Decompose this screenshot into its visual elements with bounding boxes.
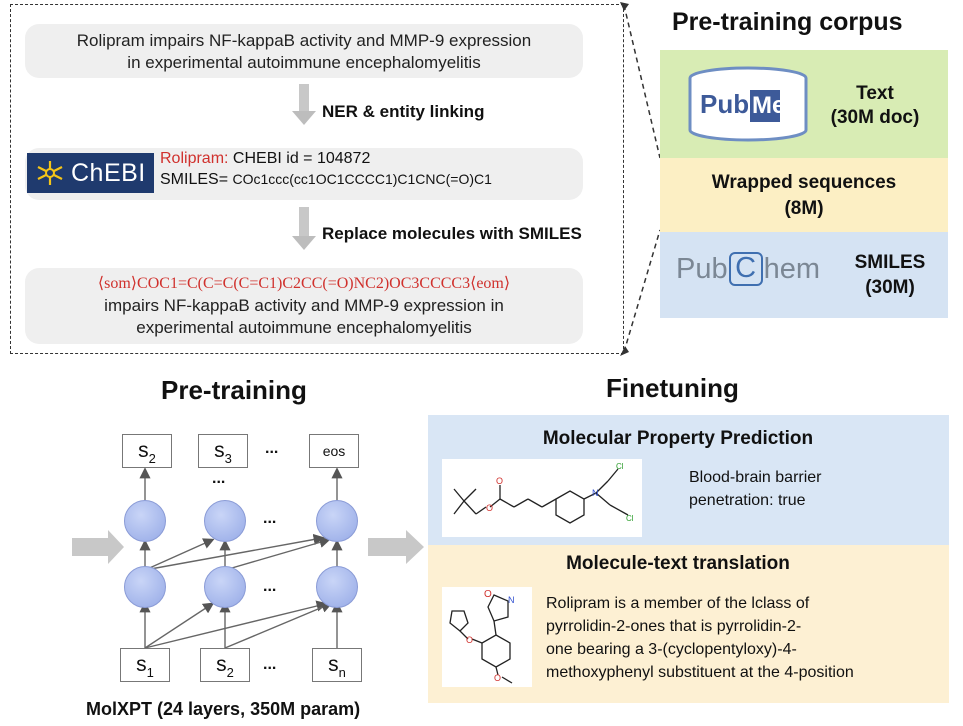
pubmed-logo: Pub Med <box>688 66 808 142</box>
description-line-1: Rolipram is a member of the lclass of <box>546 595 810 612</box>
finetuning-title: Finetuning <box>606 373 739 403</box>
property-prediction-result: Blood-brain barrier penetration: true <box>689 466 822 512</box>
original-sentence-line-2: in experimental autoimmune encephalomyel… <box>127 53 481 72</box>
smiles-corpus-label-line-2: (30M) <box>865 277 915 298</box>
chebi-logo-text: ChEBI <box>71 158 146 187</box>
input-token-s2: s2 <box>200 648 250 682</box>
pubchem-logo-pub: Pub <box>676 252 728 285</box>
svg-text:O: O <box>494 673 501 683</box>
svg-text:O: O <box>496 476 503 486</box>
property-prediction-title: Molecular Property Prediction <box>542 428 814 449</box>
pretraining-title: Pre-training <box>161 375 307 405</box>
hidden-node-top-1 <box>124 500 166 542</box>
hidden-bottom-ellipsis: ... <box>263 578 277 595</box>
ner-entity-linking-label: NER & entity linking <box>322 102 485 121</box>
replaced-sentence-line-1: impairs NF-kappaB activity and MMP-9 exp… <box>104 296 504 315</box>
input-arrow-left <box>72 530 124 564</box>
property-result-line-2: penetration: true <box>689 492 806 509</box>
wrapped-sequences-panel <box>660 158 948 232</box>
svg-text:N: N <box>592 488 599 498</box>
hidden-node-top-2 <box>204 500 246 542</box>
chebi-entry-line-2: SMILES= COc1ccc(cc1OC1CCCC1)C1CNC(=O)C1 <box>160 171 492 189</box>
hidden-top-ellipsis: ... <box>263 510 277 527</box>
output-token-s2: s2 <box>122 434 172 468</box>
svg-text:O: O <box>484 589 492 600</box>
arrow-down-2-shaft <box>299 207 309 237</box>
corpus-connector-lines <box>620 2 661 356</box>
output-token-eos: eos <box>309 434 359 468</box>
chebi-entry-line-1: Rolipram: CHEBI id = 104872 <box>160 150 370 168</box>
svg-text:Cl: Cl <box>626 514 634 523</box>
wrapped-sequences-label-line-1: Wrapped sequences <box>711 172 897 193</box>
original-sentence-line-1: Rolipram impairs NF-kappaB activity and … <box>76 31 532 50</box>
chebi-star-icon <box>37 161 63 185</box>
input-token-sn: sn <box>312 648 362 682</box>
hidden-node-bottom-2 <box>204 566 246 608</box>
input-token-s1: s1 <box>120 648 170 682</box>
wrapped-sequences-label-line-2: (8M) <box>784 198 824 219</box>
arrow-down-1-head <box>292 111 316 125</box>
svg-text:O: O <box>466 635 473 645</box>
smiles-corpus-label: SMILES (30M) <box>840 250 940 300</box>
output-arrow-right <box>368 530 424 564</box>
original-sentence-box: Rolipram impairs NF-kappaB activity and … <box>25 24 583 78</box>
pubchem-logo: Pub C hem <box>676 252 820 286</box>
molecule-image-property: O O N Cl Cl <box>442 459 642 537</box>
replaced-sentence-box: ⟨som⟩COC1=C(C=C(C=C1)C2CC(=O)NC2)OC3CCCC… <box>25 268 583 344</box>
transformer-connections <box>72 467 424 649</box>
svg-text:Cl: Cl <box>616 462 624 471</box>
pretraining-corpus-title: Pre-training corpus <box>672 8 903 36</box>
hidden-node-top-n <box>316 500 358 542</box>
wrapped-sequences-label: Wrapped sequences (8M) <box>660 170 948 222</box>
pubchem-logo-c: C <box>728 252 763 286</box>
chebi-molecule-name: Rolipram: <box>160 150 229 167</box>
output-token-s3: s3 <box>198 434 248 468</box>
smiles-value: COc1ccc(cc1OC1CCCC1)C1CNC(=O)C1 <box>232 171 492 187</box>
molecule-text-translation-title: Molecule-text translation <box>566 553 790 574</box>
pubmed-logo-med: Med <box>752 92 800 119</box>
smiles-prefix: SMILES= <box>160 171 229 188</box>
vertical-ellipsis-output: ... <box>212 470 226 487</box>
property-result-line-1: Blood-brain barrier <box>689 469 822 486</box>
replace-molecules-label: Replace molecules with SMILES <box>322 224 582 243</box>
smiles-corpus-panel <box>660 232 948 318</box>
output-ellipsis: ... <box>265 440 279 457</box>
hidden-node-bottom-n <box>316 566 358 608</box>
corpus-construction-box <box>10 4 624 354</box>
hidden-node-bottom-1 <box>124 566 166 608</box>
description-line-2: pyrrolidin-2-ones that is pyrrolidin-2- <box>546 618 802 635</box>
pubmed-logo-pub: Pub <box>700 89 749 119</box>
description-line-4: methoxyphenyl substituent at the 4-posit… <box>546 664 854 681</box>
text-corpus-label: Text (30M doc) <box>812 82 938 130</box>
svg-text:N: N <box>508 595 515 605</box>
chebi-logo: ChEBI <box>27 153 154 193</box>
molecule-text-description: Rolipram is a member of the lclass of py… <box>546 592 936 684</box>
replaced-sentence-smiles: ⟨som⟩COC1=C(C=C(C=C1)C2CC(=O)NC2)OC3CCCC… <box>97 275 511 292</box>
smiles-corpus-label-line-1: SMILES <box>854 252 926 273</box>
pubchem-logo-hem: hem <box>763 252 821 285</box>
input-ellipsis: ... <box>263 656 277 673</box>
svg-text:O: O <box>486 503 493 513</box>
text-corpus-label-line-1: Text <box>856 83 894 104</box>
model-label: MolXPT (24 layers, 350M param) <box>86 699 361 719</box>
replaced-sentence-line-2: experimental autoimmune encephalomyeliti… <box>136 318 472 337</box>
arrow-down-1-shaft <box>299 84 309 112</box>
description-line-3: one bearing a 3-(cyclopentyloxy)-4- <box>546 641 797 658</box>
text-corpus-label-line-2: (30M doc) <box>830 107 920 128</box>
chebi-id: CHEBI id = 104872 <box>232 150 371 167</box>
molecule-image-rolipram: O N O O <box>442 587 532 687</box>
arrow-down-2-head <box>292 236 316 250</box>
